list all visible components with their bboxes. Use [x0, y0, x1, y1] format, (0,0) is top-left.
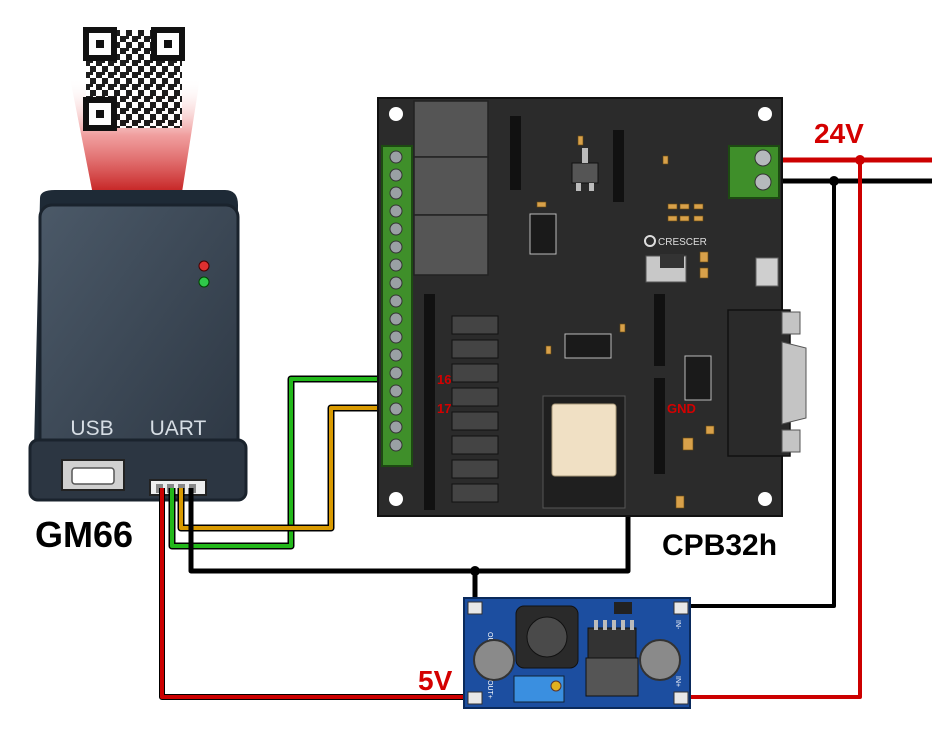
esp32-module — [542, 395, 626, 509]
mounting-hole — [758, 492, 772, 506]
relay-modules — [413, 100, 489, 276]
wire-red-5v-core — [160, 488, 475, 699]
pin-gnd-label: GND — [667, 401, 696, 416]
cpb32h-board: CRESCER — [377, 97, 807, 517]
capacitor — [473, 639, 515, 681]
wire-orange-core — [179, 406, 402, 530]
wire-green-core — [170, 377, 402, 548]
crescer-logo-text: CRESCER — [658, 237, 707, 248]
converter-pads — [467, 601, 689, 705]
qr-code-icon — [83, 27, 185, 131]
buck-converter: OUT- OUT+ IN- IN+ — [463, 597, 691, 709]
usb-port — [61, 459, 125, 491]
transistor — [571, 148, 599, 191]
wire-black-scanner-gnd — [188, 488, 475, 574]
out-plus-label: OUT+ — [486, 680, 493, 699]
wire-black-24v-in — [683, 181, 836, 608]
db9-connector — [727, 309, 807, 457]
in-plus-label: IN+ — [674, 676, 681, 687]
voltage-regulator — [645, 254, 687, 283]
junction-dot — [855, 155, 865, 165]
regulator-ic — [587, 627, 637, 659]
status-led-red — [198, 260, 210, 272]
mounting-hole — [389, 492, 403, 506]
board-button — [755, 257, 779, 287]
gm66-scanner: USB UART — [28, 190, 248, 502]
pin-headers — [424, 116, 665, 510]
optocoupler-array — [451, 315, 499, 503]
crescer-logo: CRESCER — [644, 235, 707, 248]
capacitor — [639, 639, 681, 681]
controller-name: CPB32h — [662, 529, 777, 562]
junction-dot — [829, 176, 839, 186]
mounting-hole — [758, 107, 772, 121]
label-5v: 5V — [418, 665, 453, 696]
pin-17-label: 17 — [437, 401, 451, 416]
status-led-green — [198, 276, 210, 288]
label-24v: 24V — [814, 118, 864, 149]
uart-port-label: UART — [150, 417, 207, 440]
diode — [614, 602, 632, 614]
wire-red-24v-in — [683, 160, 862, 699]
usb-port-label: USB — [70, 417, 113, 440]
ic-chips — [529, 213, 712, 401]
power-terminal — [728, 145, 780, 199]
trimmer-potentiometer — [513, 675, 565, 703]
smd-components — [536, 135, 715, 509]
pin-16-label: 16 — [437, 372, 451, 387]
mounting-hole — [389, 107, 403, 121]
terminal-block — [381, 145, 413, 467]
in-minus-label: IN- — [674, 620, 681, 630]
junction-dot — [470, 566, 480, 576]
scanner-name: GM66 — [35, 514, 133, 555]
